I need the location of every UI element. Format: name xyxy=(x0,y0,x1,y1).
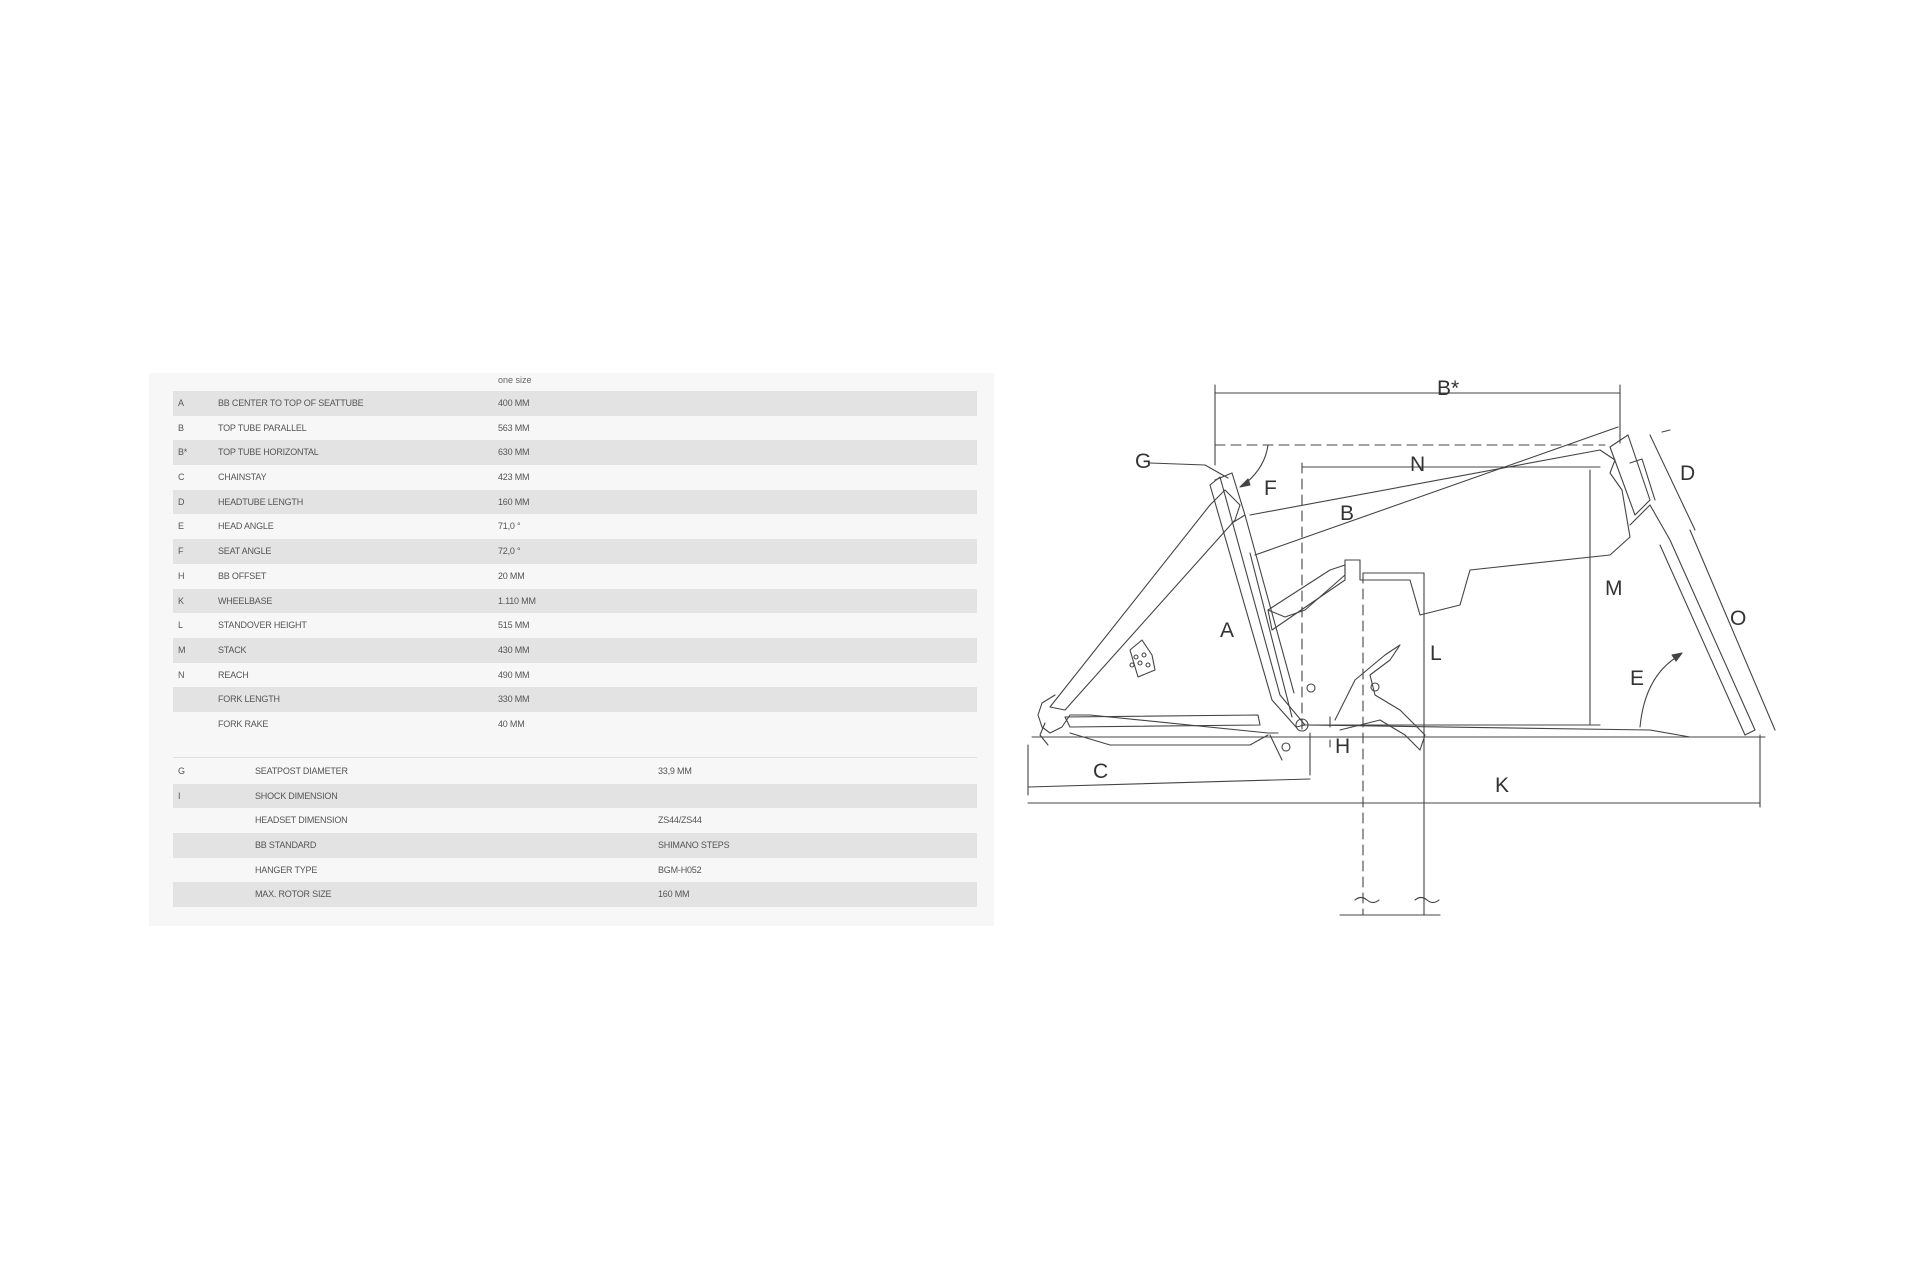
label-n: N xyxy=(1410,453,1425,476)
label-h: H xyxy=(1335,735,1350,758)
label-m: M xyxy=(1605,577,1623,600)
label-o: O xyxy=(1730,607,1746,630)
label-c: C xyxy=(1093,760,1108,783)
label-b-star: B* xyxy=(1437,377,1459,400)
label-a: A xyxy=(1220,619,1234,642)
label-e: E xyxy=(1630,667,1644,690)
label-k: K xyxy=(1495,774,1509,797)
table-divider xyxy=(173,757,977,758)
size-column-header: one size xyxy=(498,375,532,385)
label-d: D xyxy=(1680,462,1695,485)
frame-drawing: B* N B G F D M A L O E C H K xyxy=(1027,377,1776,916)
label-g: G xyxy=(1135,450,1151,473)
label-l: L xyxy=(1430,642,1442,665)
frame-outline xyxy=(1027,384,1776,916)
frame-geometry-diagram: B* N B G F D M A L O E C H K xyxy=(1010,355,1790,925)
label-f: F xyxy=(1264,477,1277,500)
label-b: B xyxy=(1340,502,1354,525)
